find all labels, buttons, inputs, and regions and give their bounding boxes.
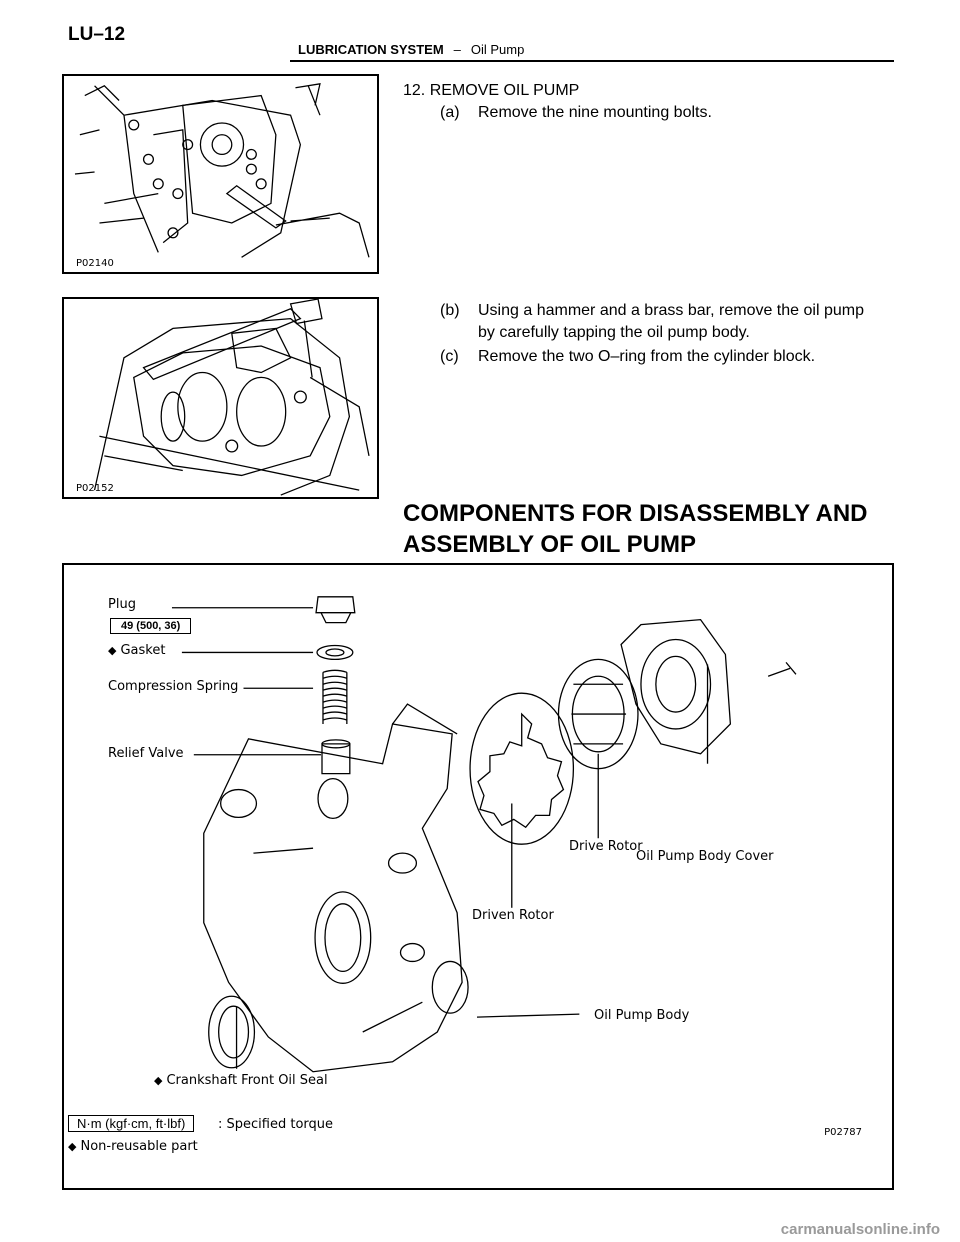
step-a-label: (a) bbox=[440, 104, 460, 121]
label-compression-spring: Compression Spring bbox=[108, 679, 239, 694]
label-crankshaft-front-oil-seal: ◆Crankshaft Front Oil Seal bbox=[154, 1073, 328, 1088]
figure-tap-pump: P02152 bbox=[62, 297, 379, 499]
section-heading-line2: ASSEMBLY OF OIL PUMP bbox=[403, 531, 696, 558]
step-a-text: Remove the nine mounting bolts. bbox=[478, 104, 712, 121]
diamond-icon: ◆ bbox=[108, 644, 117, 657]
step-b-text-line2: by carefully tapping the oil pump body. bbox=[478, 324, 750, 341]
step-c-label: (c) bbox=[440, 348, 459, 365]
header-system: LUBRICATION SYSTEM bbox=[298, 42, 444, 57]
bolts-illustration bbox=[74, 83, 370, 258]
label-oil-pump-body: Oil Pump Body bbox=[594, 1008, 690, 1023]
step-b: (b) Using a hammer and a brass bar, remov… bbox=[440, 300, 864, 344]
torque-plug: 49 (500, 36) bbox=[110, 618, 192, 634]
label-plug: Plug bbox=[108, 597, 136, 612]
components-diagram: Plug 49 (500, 36) ◆Gasket Compression Sp… bbox=[62, 563, 894, 1190]
figure-remove-bolts: P02140 bbox=[62, 74, 379, 274]
figure-code: P02152 bbox=[76, 483, 114, 494]
section-heading-line1: COMPONENTS FOR DISASSEMBLY AND bbox=[403, 500, 868, 527]
page-number: LU–12 bbox=[68, 24, 126, 45]
figure-code: P02787 bbox=[824, 1127, 862, 1138]
diamond-icon: ◆ bbox=[68, 1140, 77, 1153]
header-rule bbox=[290, 60, 894, 62]
exploded-view-illustration bbox=[171, 596, 797, 1073]
step-c-text: Remove the two O–ring from the cylinder … bbox=[478, 348, 816, 365]
label-gasket: ◆Gasket bbox=[108, 643, 166, 658]
figure-code: P02140 bbox=[76, 258, 114, 269]
section-heading: COMPONENTS FOR DISASSEMBLY AND ASSEMBLY … bbox=[403, 498, 883, 560]
diamond-icon: ◆ bbox=[154, 1074, 163, 1087]
step-b-text-line1: Using a hammer and a brass bar, remove t… bbox=[478, 302, 864, 319]
header-title: LUBRICATION SYSTEM–Oil Pump bbox=[298, 42, 524, 57]
label-driven-rotor: Driven Rotor bbox=[472, 908, 554, 923]
label-drive-rotor: Drive Rotor bbox=[569, 839, 643, 854]
step-a: (a) Remove the nine mounting bolts. bbox=[440, 102, 712, 124]
step-12-heading: 12. REMOVE OIL PUMP bbox=[403, 82, 580, 99]
legend-torque-text: : Specified torque bbox=[218, 1117, 334, 1132]
step-b-label: (b) bbox=[440, 302, 460, 319]
label-oil-pump-body-cover: Oil Pump Body Cover bbox=[636, 849, 774, 864]
legend-nonreusable: ◆Non-reusable part bbox=[68, 1139, 198, 1154]
legend-torque-unit: N·m (kgf·cm, ft·lbf) bbox=[68, 1115, 195, 1132]
header-section: Oil Pump bbox=[470, 42, 525, 57]
hammer-illustration bbox=[93, 299, 370, 496]
label-relief-valve: Relief Valve bbox=[108, 746, 184, 761]
step-c: (c) Remove the two O–ring from the cylind… bbox=[440, 346, 815, 368]
header-separator: – bbox=[453, 42, 461, 57]
watermark: carmanualsonline.info bbox=[780, 1221, 940, 1238]
